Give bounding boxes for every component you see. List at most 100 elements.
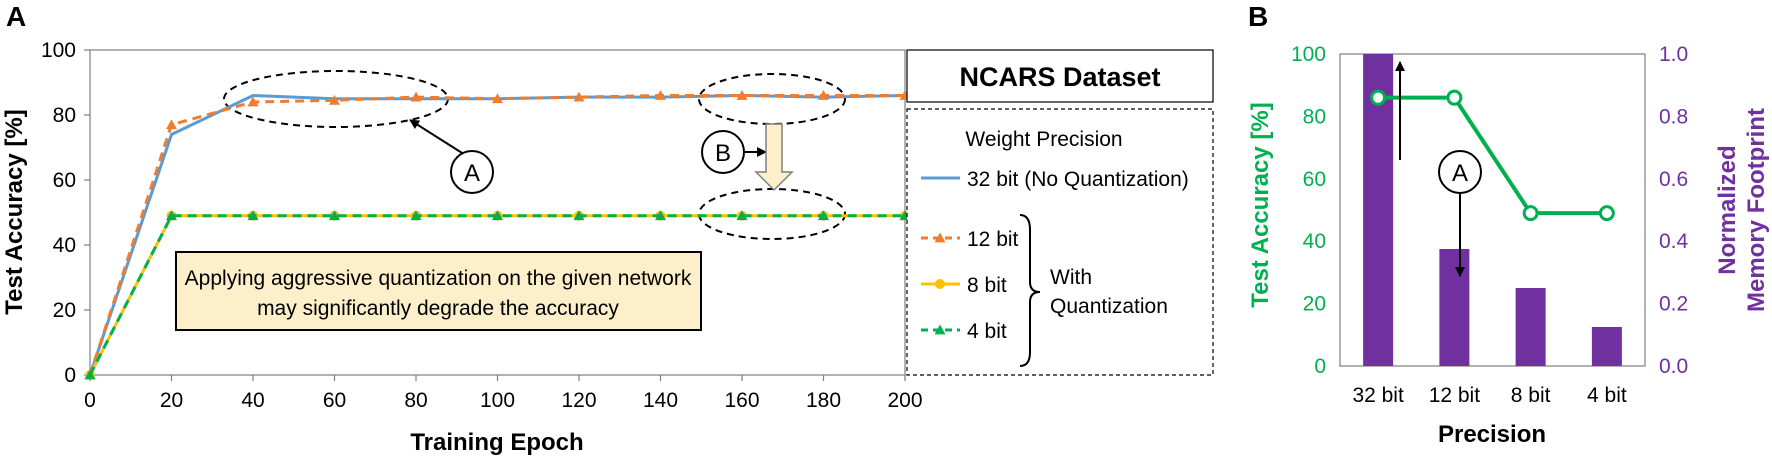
x-tick-label: 8 bit xyxy=(1511,384,1551,407)
data-point xyxy=(247,210,259,221)
y-tick-label-right: 0.4 xyxy=(1659,230,1689,253)
legend-swatch-marker xyxy=(934,324,946,335)
memory-bar xyxy=(1591,327,1622,366)
x-tick-label: 100 xyxy=(480,389,515,412)
y-tick-label: 60 xyxy=(53,169,76,192)
series-a xyxy=(84,90,911,380)
dataset-title-box xyxy=(906,49,1214,103)
y-tick-label: 80 xyxy=(53,104,76,127)
data-point xyxy=(247,96,259,107)
x-tick-label: 0 xyxy=(84,389,96,412)
y-tick-label: 20 xyxy=(53,299,76,322)
accuracy-polyline xyxy=(1378,95,1607,216)
data-point xyxy=(329,94,340,105)
legend-title: Weight Precision xyxy=(965,128,1122,151)
data-point xyxy=(492,210,503,221)
legend-swatch-marker xyxy=(935,279,945,289)
x-tick-label: 140 xyxy=(643,389,678,412)
degrade-arrow xyxy=(754,123,794,192)
legend-label: 4 bit xyxy=(967,320,1007,343)
accuracy-point xyxy=(1598,205,1615,222)
y-tick-label-right: 0.6 xyxy=(1659,168,1688,191)
y-axis-title-a: Test Accuracy [%] xyxy=(1,109,28,314)
data-point xyxy=(166,119,177,130)
legend-label: 8 bit xyxy=(967,274,1007,297)
data-point xyxy=(573,91,585,102)
legend-brace xyxy=(1019,214,1041,367)
callout-a-circle xyxy=(450,150,494,194)
data-point xyxy=(655,210,666,221)
data-point xyxy=(818,90,829,100)
x-tick-label: 4 bit xyxy=(1587,384,1627,407)
data-point xyxy=(492,93,503,104)
data-point xyxy=(329,210,340,221)
data-point xyxy=(410,210,422,221)
legend-group-label-1: With xyxy=(1050,266,1092,289)
y2-axis-title-b-1: Normalized xyxy=(1714,145,1741,274)
series-line-4bit xyxy=(88,214,905,376)
accuracy-line xyxy=(1370,89,1615,222)
data-point xyxy=(736,90,748,100)
legend-label: 32 bit (No Quantization) xyxy=(967,168,1189,191)
x-tick-label: 60 xyxy=(323,389,346,412)
memory-bar xyxy=(1363,54,1394,366)
legend: Weight Precision 32 bit (No Quantization… xyxy=(906,108,1214,376)
y-tick-label: 0 xyxy=(64,364,76,387)
x-tick-label: 80 xyxy=(404,389,427,412)
y-tick-label-left: 60 xyxy=(1303,168,1326,191)
memory-bar xyxy=(1439,249,1470,366)
y-tick-label-right: 1.0 xyxy=(1659,43,1688,66)
accuracy-point xyxy=(1446,89,1463,106)
y-tick-label-left: 80 xyxy=(1303,105,1326,128)
plot-frame-b xyxy=(1339,53,1646,367)
x-tick-label: 40 xyxy=(241,389,264,412)
y-tick-label: 40 xyxy=(53,234,76,257)
x-tick-label: 180 xyxy=(806,389,841,412)
ellipse-b-top xyxy=(698,73,846,125)
legend-swatch-marker xyxy=(934,232,946,243)
callout-b-panel-text: A xyxy=(1452,160,1468,187)
legend-group-label-2: Quantization xyxy=(1050,295,1168,318)
axes-a: 0 20 40 60 80 100 120 140 160 180 200 0 20 40 60 80 100 xyxy=(41,39,923,412)
accuracy-point xyxy=(1522,205,1539,222)
y-tick-label: 100 xyxy=(41,39,76,62)
callout-b-panel-circle xyxy=(1438,150,1482,194)
memory-bar xyxy=(1515,288,1546,366)
annotation-line-2: may significantly degrade the accuracy xyxy=(257,297,619,320)
callout-b-text: B xyxy=(715,140,731,167)
x-tick-label: 12 bit xyxy=(1429,384,1481,407)
accuracy-point xyxy=(1370,89,1387,106)
callout-a-text: A xyxy=(464,160,480,187)
data-point xyxy=(573,210,585,221)
data-point xyxy=(166,210,177,221)
y2-axis-title-b-2: Memory Footprint xyxy=(1743,108,1770,312)
data-point xyxy=(736,210,748,221)
x-tick-label: 20 xyxy=(160,389,183,412)
data-point xyxy=(84,369,96,380)
x-axis-title-a: Training Epoch xyxy=(410,429,583,456)
panel-a-label: A xyxy=(6,1,26,32)
y-tick-label-left: 0 xyxy=(1314,355,1326,378)
data-point xyxy=(410,91,422,102)
y-axis-title-b: Test Accuracy [%] xyxy=(1247,102,1274,307)
data-point xyxy=(818,210,829,221)
y-tick-label-left: 20 xyxy=(1303,293,1326,316)
y-tick-label-right: 0.8 xyxy=(1659,105,1688,128)
x-tick-label: 120 xyxy=(561,389,596,412)
x-tick-label: 32 bit xyxy=(1352,384,1404,407)
dataset-title: NCARS Dataset xyxy=(959,62,1160,92)
y-tick-label-left: 100 xyxy=(1291,43,1326,66)
x-tick-label: 200 xyxy=(887,389,922,412)
callout-a-arrow xyxy=(409,119,471,159)
legend-label: 12 bit xyxy=(967,228,1019,251)
memory-bars xyxy=(1363,54,1622,366)
panel-b-label: B xyxy=(1248,1,1268,32)
data-point xyxy=(655,90,666,100)
annotation-line-1: Applying aggressive quantization on the … xyxy=(185,267,692,290)
x-tick-label: 160 xyxy=(724,389,759,412)
y-tick-label-right: 0.2 xyxy=(1659,293,1688,316)
